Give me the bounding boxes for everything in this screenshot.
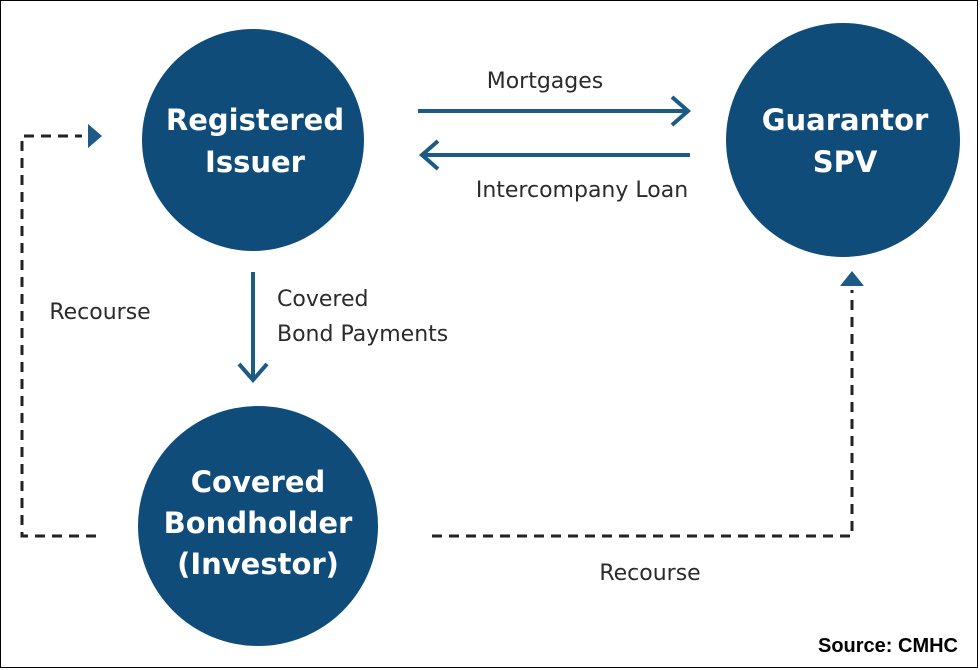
covered-bondholder-label-3: (Investor) (177, 547, 339, 581)
intercompany-loan-arrow (418, 139, 690, 171)
guarantor-spv-label-2: SPV (813, 145, 878, 179)
registered-issuer-label-1: Registered (166, 103, 344, 137)
recourse-bottom-label: Recourse (599, 561, 700, 586)
mortgages-label: Mortgages (487, 69, 604, 94)
covered-bondholder-label-1: Covered (191, 465, 326, 499)
mortgages-arrow (418, 95, 692, 127)
recourse-left-label: Recourse (49, 300, 150, 325)
guarantor-spv-node: Guarantor SPV (726, 23, 960, 257)
guarantor-spv-label-1: Guarantor (762, 103, 929, 137)
covered-bond-payments-label-1: Covered (277, 287, 368, 312)
intercompany-loan-label: Intercompany Loan (476, 178, 688, 203)
covered-bond-payments-arrow (237, 272, 269, 384)
recourse-left-path (20, 124, 102, 538)
covered-bondholder-label-2: Bondholder (164, 506, 353, 540)
recourse-bottom-path (432, 271, 864, 538)
covered-bondholder-node: Covered Bondholder (Investor) (138, 406, 378, 646)
source-credit: Source: CMHC (817, 635, 958, 657)
registered-issuer-label-2: Issuer (205, 145, 306, 179)
covered-bond-payments-label-2: Bond Payments (277, 322, 448, 347)
registered-issuer-node: Registered Issuer (142, 29, 364, 251)
